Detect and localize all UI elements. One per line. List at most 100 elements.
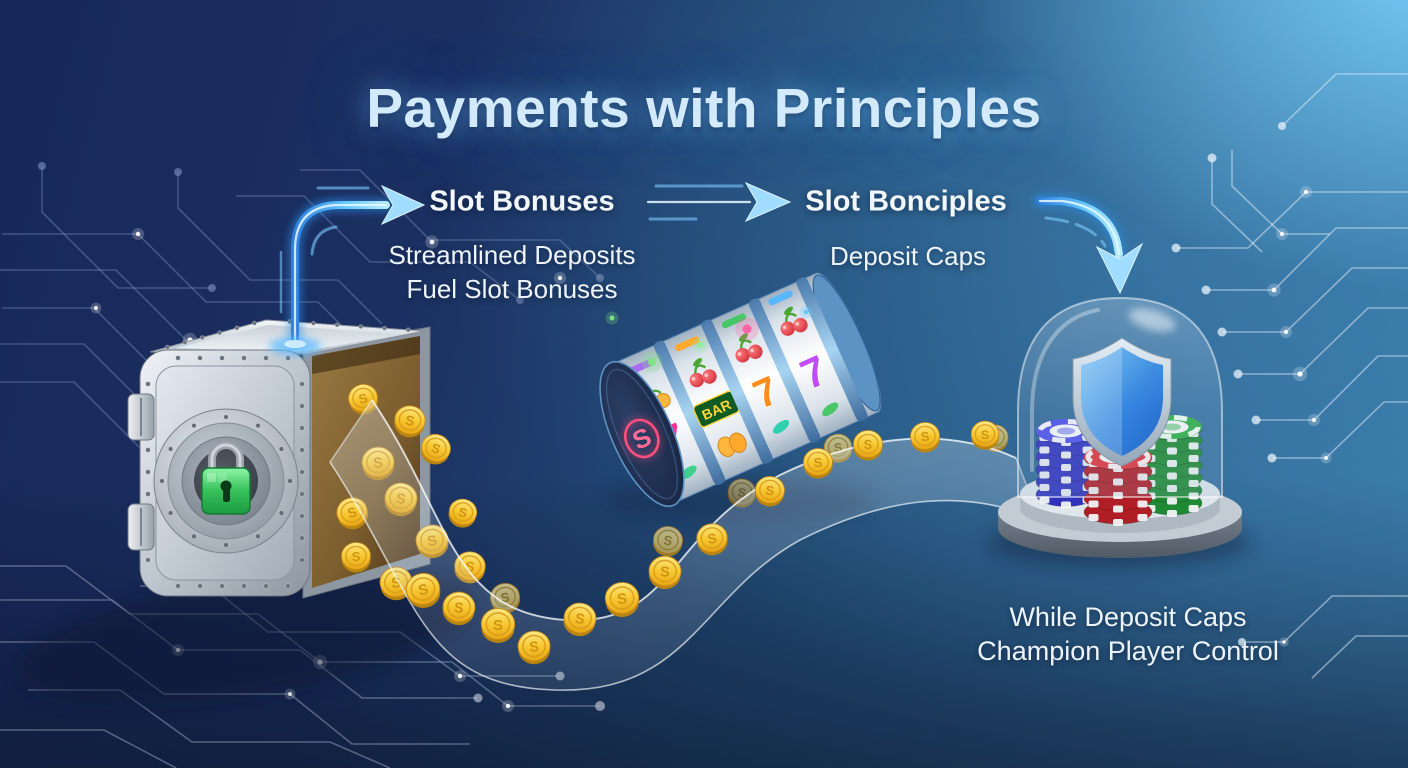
coin-stream: S S S S S S S S S S S S S (405, 420, 1000, 665)
gold-coin-icon: S (563, 602, 597, 637)
vault-shadow (18, 568, 478, 704)
rivet (299, 513, 305, 519)
circuit-node (1278, 122, 1286, 130)
coin-symbol: S (660, 564, 671, 581)
gold-coin-icon: S (910, 422, 940, 453)
circuit-node (1238, 638, 1246, 646)
rivet (145, 447, 151, 453)
down-arrow-icon (1033, 194, 1144, 295)
glow-dot (135, 231, 141, 237)
rivet (224, 543, 228, 547)
rivet (145, 557, 151, 563)
gold-coin-icon: S (648, 555, 682, 590)
glow-dot (429, 239, 435, 245)
coin-symbol: S (457, 505, 469, 521)
coin-symbol: S (357, 390, 370, 407)
spark-particle (609, 315, 615, 321)
spark-particle (648, 358, 656, 366)
gold-coin-icon: S (517, 630, 551, 665)
gold-coin-icon: S (604, 582, 640, 617)
rivet (310, 320, 316, 326)
rivet (279, 447, 284, 451)
rivet (263, 583, 269, 589)
gold-coin-icon: S (341, 542, 371, 573)
circuit-node (1233, 369, 1243, 379)
circuit-trace (1222, 267, 1408, 333)
glow-dot (1279, 231, 1285, 237)
circuit-trace (41, 166, 212, 289)
spark-particles (605, 305, 813, 373)
glow-dot (94, 306, 98, 310)
step3-caption-line2: Champion Player Control (977, 636, 1279, 666)
glow-dot (1324, 456, 1328, 460)
circuit-trace (1256, 355, 1408, 421)
rivet (299, 447, 305, 453)
circuit-node (1267, 453, 1277, 463)
rivet (256, 534, 260, 539)
rivet (182, 339, 188, 345)
rivet (219, 583, 225, 589)
rivet (405, 327, 411, 333)
circuit-trace (1272, 401, 1408, 459)
rivet (219, 355, 225, 361)
coin-symbol: S (351, 549, 361, 564)
rivet (256, 423, 260, 428)
coin-symbol: S (529, 639, 540, 656)
coin-symbol: S (404, 413, 416, 429)
glow-dot (1303, 189, 1309, 195)
circuit-node (595, 701, 605, 711)
rivet (299, 403, 305, 409)
circuit-trace (1206, 227, 1408, 291)
rivet (299, 557, 305, 563)
rivet (145, 381, 151, 387)
circuit-trace (1211, 158, 1263, 253)
coin-symbol: S (616, 590, 628, 608)
rivet (241, 583, 247, 589)
circuit-trace (1176, 191, 1408, 249)
spark-particle (803, 309, 809, 315)
circuit-node (208, 284, 216, 292)
coin-symbol: S (920, 429, 931, 445)
coin-symbol: S (574, 611, 586, 628)
glow-dot (1282, 640, 1286, 644)
circuit-node (1207, 153, 1217, 163)
glow-dot (505, 703, 511, 709)
circuit-trace (300, 169, 601, 279)
rivet (334, 322, 340, 328)
curved-arrow-icon (269, 184, 426, 355)
rivet (168, 447, 173, 451)
step1-caption: Streamlined Deposits Fuel Slot Bonuses (388, 238, 635, 306)
rivet (299, 469, 305, 475)
circuit-node (1251, 415, 1261, 425)
padlock-icon (201, 441, 251, 515)
circuit-trace (0, 729, 177, 768)
rivet (168, 511, 173, 515)
rivet (299, 535, 305, 541)
glow-dot (457, 673, 463, 679)
glow-dot (288, 692, 292, 696)
gold-coin-icon: S (448, 498, 478, 528)
circuit-trace (28, 689, 391, 768)
circuit-node (1217, 327, 1227, 337)
rivet (263, 355, 269, 361)
rivet (192, 534, 196, 539)
coin-symbol: S (465, 559, 475, 575)
rivet (234, 325, 240, 331)
gold-coin-icon: S (853, 430, 883, 461)
gold-coin-icon: S (420, 433, 451, 465)
circuit-node (38, 162, 46, 170)
rivet (217, 330, 222, 336)
rivet (279, 511, 284, 515)
coin-symbol: S (493, 617, 503, 634)
rivet (175, 583, 181, 589)
coin-symbol: S (453, 600, 464, 617)
circuit-node (1171, 243, 1181, 253)
step3-caption: While Deposit Caps Champion Player Contr… (977, 600, 1279, 668)
coin-symbol: S (417, 581, 430, 600)
glow-dot (557, 275, 563, 281)
coin-symbol: S (981, 428, 989, 442)
coin-symbol: S (765, 483, 776, 499)
rivet (160, 479, 164, 483)
step2-caption: Deposit Caps (829, 241, 987, 271)
